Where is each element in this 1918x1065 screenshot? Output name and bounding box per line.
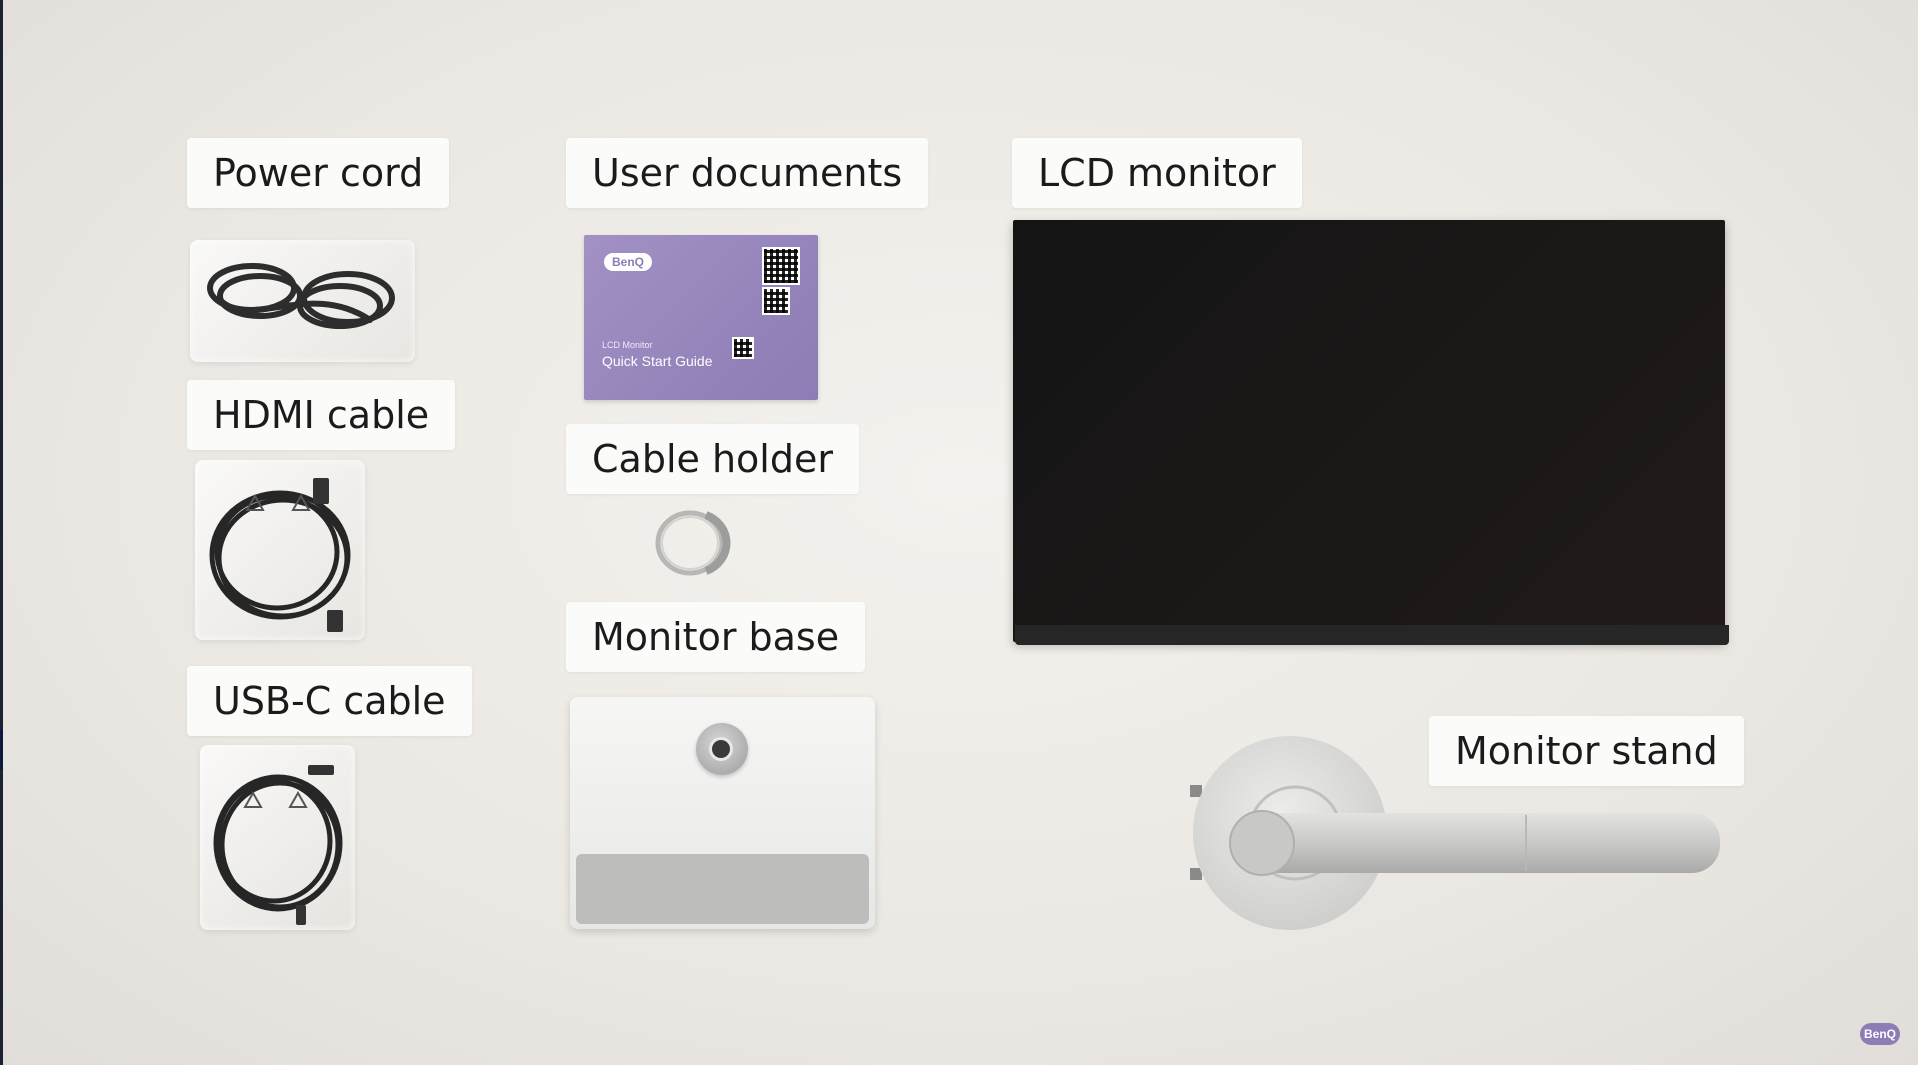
lcd-monitor-label: LCD monitor xyxy=(1012,138,1302,208)
usb-c-cable-label: USB-C cable xyxy=(187,666,472,736)
left-edge-accent xyxy=(0,730,3,770)
cable-holder-label: Cable holder xyxy=(566,424,859,494)
left-edge-strip xyxy=(0,0,3,1065)
monitor-base-label: Monitor base xyxy=(566,602,866,672)
power-cord-label: Power cord xyxy=(187,138,450,208)
qr-code-icon xyxy=(732,337,754,359)
monitor-base-pad xyxy=(576,854,869,924)
doc-product-line: LCD Monitor xyxy=(602,340,653,350)
qr-code-icon xyxy=(762,287,790,315)
power-cord-image xyxy=(207,263,395,329)
hdmi-cable-label: HDMI cable xyxy=(187,380,456,450)
lcd-monitor-bezel xyxy=(1015,625,1729,645)
usb-c-cable-image xyxy=(213,765,343,925)
benq-logo: BenQ xyxy=(604,253,653,271)
benq-watermark-logo: BenQ xyxy=(1860,1023,1900,1045)
doc-title: Quick Start Guide xyxy=(602,353,713,369)
monitor-stand-image xyxy=(1190,736,1720,930)
user-documents-label: User documents xyxy=(566,138,929,208)
hdmi-cable-image xyxy=(209,478,351,632)
monitor-base-screw-hole xyxy=(712,740,730,758)
qr-code-icon xyxy=(762,247,800,285)
quick-start-guide-booklet: BenQ LCD Monitor Quick Start Guide xyxy=(584,235,818,400)
lcd-monitor-screen xyxy=(1013,220,1725,642)
cable-holder-image xyxy=(655,510,731,576)
monitor-stand-label: Monitor stand xyxy=(1429,716,1744,786)
